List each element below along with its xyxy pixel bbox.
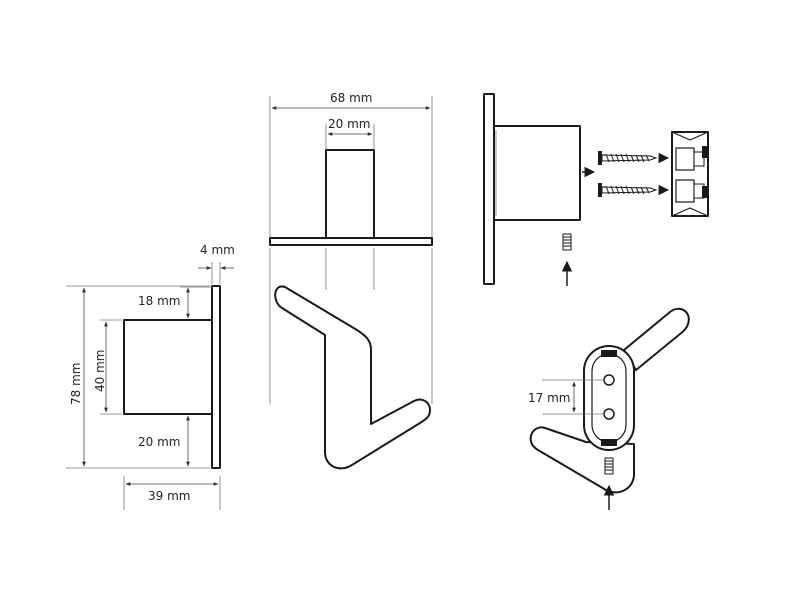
set-screw-side [561,233,573,286]
dim-label-40mm: 40 mm [93,350,107,392]
dim-label-18mm: 18 mm [138,294,180,308]
set-screw-back [603,457,615,510]
back-notch-top [601,350,617,357]
mount-hole-top [603,374,615,386]
back-notch-bottom [601,439,617,446]
dim-label-68mm: 68 mm [330,91,372,105]
back-view: 17 mm [528,307,690,510]
dim-label-20mm-bottom: 20 mm [138,435,180,449]
front-view: 68 mm 20 mm [269,91,433,470]
hook-profile [274,285,431,470]
dim-label-17mm: 17 mm [528,391,570,405]
side-wall-plate [211,285,221,469]
mount-hole-bottom [603,408,615,420]
back-upper-arm [623,307,690,371]
front-post [325,149,375,239]
side-view: 4 mm 18 mm 40 mm 78 mm 20 mm 39 mm [66,243,235,510]
front-base-plate [269,237,433,246]
dim-label-20mm-top: 20 mm [328,117,370,131]
dim-label-4mm: 4 mm [200,243,235,257]
screw-bottom [598,183,670,197]
mount-body-block [493,125,581,221]
mount-wall-plate [483,93,495,285]
anchor-outline [671,131,709,217]
mounting-view [483,93,709,286]
back-oval-plate [583,345,635,451]
wall-anchor-block [671,131,709,217]
side-body-block [123,319,213,415]
screw-top [598,151,670,165]
dim-label-39mm: 39 mm [148,489,190,503]
dim-label-78mm: 78 mm [69,363,83,405]
